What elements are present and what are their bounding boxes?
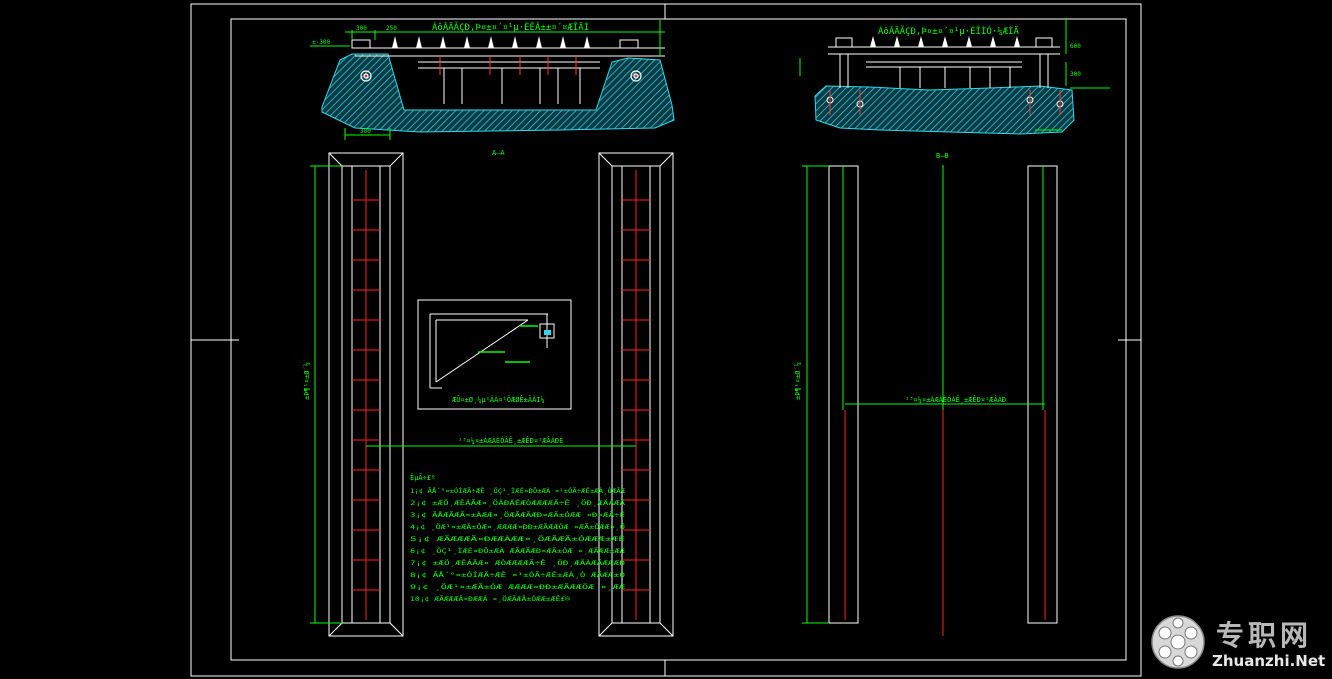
notes-block: ÊµÃ÷£º 1¡¢ ÃÅ´°¤±ÓÍÆÃ÷ÆÊ ¸ÖÇ¹¸ÌÆÈ¤ÐÔ±ÆÀ …	[410, 473, 625, 603]
right-dim-1: 600	[1070, 43, 1081, 50]
right-ground-hatch	[814, 85, 1075, 135]
right-profile-title: ÁôÂÄÃÇÐ,Þ¤±¤´¤¹µ·ÉÎÌÓ·¼ÆÍÄ	[878, 25, 1019, 37]
note-line: 10¡¢ ÆÃÆÆÆÃ¤ÐÆÆÀ ¤¸ÖÆÃÆÃ±ÓÆÆ±ÆÊ£®	[410, 594, 570, 603]
left-dim-4: ±·300	[312, 39, 330, 46]
right-profile-section: ÁôÂÄÃÇÐ,Þ¤±¤´¤¹µ·ÉÎÌÓ·¼ÆÍÄ 600 300 B–B	[799, 18, 1110, 160]
left-height-dimension: ±Þ¶¹¤±Ø´¼	[303, 362, 311, 400]
section-label-a: A–A	[492, 149, 505, 157]
watermark-english: Zhuanzhi.Net	[1212, 652, 1326, 670]
note-line: 2¡¢ ±ÆÖ¸ÆÊÁÃÆ¤¸ÖÀÐÄÊÆÒÆÆÆÆÃ÷Ê ¸ÖÐ¸ÆÄÀÆÃ	[410, 498, 625, 507]
left-dim-2: 250	[386, 25, 397, 32]
left-span-dimension: ¹³¤¼¤±ÀÆÀÈÓÀÊ¸±ÆÊÐ¤¹ÆÂÀÐÈ	[458, 436, 563, 445]
left-dim-3: 300	[360, 128, 371, 135]
watermark-chinese: 专职网	[1216, 619, 1313, 652]
note-line: 5¡¢ ÆÃÆÆÆÃ¤ÐÆÆÀÆÆ¤¸ÖÆÃÆÃ±ÓÆÆÆ±ÆÊ	[410, 534, 625, 543]
note-line: 4¡¢ ¸ÖÆ¹¤±ÆÃ±ÓÆ¤¸ÆÆÆÆ¤ÐÐ±ÆÃÆÆÖÆ ¤ÆÃ±ÓÆÆ¤…	[410, 522, 625, 531]
watermark-logo-icon	[1151, 615, 1205, 669]
note-line: 7¡¢ ±ÆÖ¸ÆÊÁÃÆ¤ ÆÒÆÆÆÆÃ÷Ê ¸ÖÐ¸ÆÄÀÆÃÆÆÆÐ	[410, 558, 625, 567]
right-plan-view: ¹³¤¼¤±ÀÆÀÈÓÀÊ¸±ÆÊÐ¤¹ÆÂÀÐ ±Þ¶¹¤±Ø´¼	[794, 165, 1058, 636]
right-dim-2: 300	[1070, 71, 1081, 78]
right-span-dimension: ¹³¤¼¤±ÀÆÀÈÓÀÊ¸±ÆÊÐ¤¹ÆÂÀÐ	[905, 395, 1006, 404]
detail-caption: ÆÛ¤±Ø¸¼µ¹ÄÀ¤¹ÖÆØÊ±ÃÀÌ¼	[452, 395, 545, 404]
notes-heading: ÊµÃ÷£º	[410, 473, 435, 482]
sheet-border	[190, 3, 1142, 677]
note-line: 8¡¢ ÃÅ´°¤±ÓÍÆÃ÷ÆÊ ¤¹±ÓÃ÷ÆÊ±ÆÀ¸Ò ÆÃÆÆ±Ó	[410, 570, 625, 579]
left-ground-hatch	[321, 53, 675, 133]
left-dim-1: 300	[356, 25, 367, 32]
bracket-detail: ÆÛ¤±Ø¸¼µ¹ÄÀ¤¹ÖÆØÊ±ÃÀÌ¼	[417, 299, 572, 410]
right-height-dimension: ±Þ¶¹¤±Ø´¼	[794, 362, 802, 400]
note-line: 6¡¢ ¸ÖÇ¹¸ÌÆÈ¤ÐÔ±ÆÀ ÆÃÆÃÆÐ¤ÆÃ±ÓÆ ¤¸ÆÃÆÆ±Æ…	[410, 546, 625, 555]
note-line: 3¡¢ ÃÅÆÃÆÃ¤±ÀÆÆ¤¸ÖÆÃÆÃÆÐ¤ÆÃ±ÓÆÆ ¤Ð¤ÆÃ÷Ê	[410, 510, 625, 519]
section-label-b: B–B	[936, 152, 949, 160]
note-line: 1¡¢ ÃÅ´°¤±ÓÍÆÃ÷ÆÊ ¸ÖÇ¹¸ÌÆÈ¤ÐÔ±ÆÀ ¤¹±ÓÃ÷Æ…	[410, 486, 625, 495]
left-profile-title: ÁôÂÄÃÇÐ,Þ¤±¤´¤¹µ·ÈÊÂ±±¤´¤ÆÎÄÍ	[432, 21, 589, 33]
left-profile-section: ÁôÂÄÃÇÐ,Þ¤±¤´¤¹µ·ÈÊÂ±±¤´¤ÆÎÄÍ 300 250 30…	[310, 20, 675, 157]
left-plan-view: ¹³¤¼¤±ÀÆÀÈÓÀÊ¸±ÆÊÐ¤¹ÆÂÀÐÈ ±Þ¶¹¤±Ø´¼	[303, 152, 674, 637]
note-line: 9¡¢ ¸ÖÆ¹¤±ÆÃ±ÓÆ ÆÆÆÆ¤ÐÐ±ÆÃÆÆÖÆ ¤¸ÆÆ	[410, 582, 625, 591]
